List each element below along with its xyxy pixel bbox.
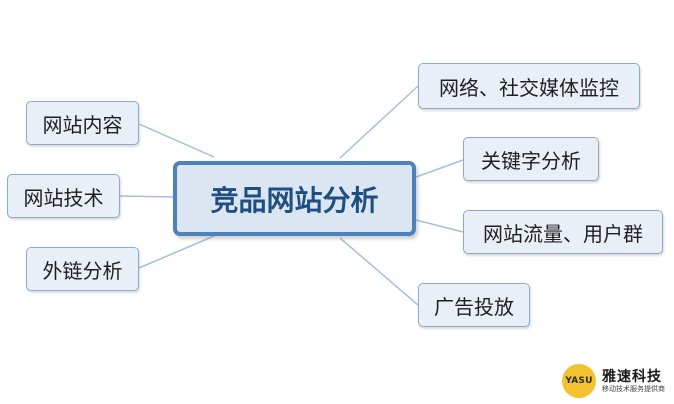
- connector-keyword-analysis: [415, 159, 464, 178]
- node-social-monitoring: 网络、社交媒体监控: [418, 63, 640, 109]
- center-topic-node: 竞品网站分析: [173, 161, 416, 236]
- node-website-tech-label: 网站技术: [23, 185, 104, 210]
- connector-website-tech: [119, 195, 174, 198]
- node-backlink-analysis: 外链分析: [26, 247, 139, 291]
- logo-text: YASU: [565, 376, 593, 386]
- node-traffic-users: 网站流量、用户群: [463, 210, 663, 254]
- node-ad-placement-label: 广告投放: [434, 294, 514, 319]
- brand-name: 雅速科技: [602, 368, 662, 385]
- node-ad-placement: 广告投放: [418, 283, 530, 327]
- center-topic-label: 竞品网站分析: [210, 183, 379, 217]
- node-keyword-analysis-label: 关键字分析: [481, 148, 581, 173]
- node-website-content-label: 网站内容: [42, 112, 123, 137]
- connector-social-monitoring: [339, 85, 419, 159]
- node-backlink-analysis-label: 外链分析: [42, 258, 123, 283]
- node-social-monitoring-label: 网络、社交媒体监控: [439, 75, 619, 100]
- brand-text: 雅速科技 移动技术服务提供商: [602, 369, 665, 393]
- yasu-logo-icon: YASU: [562, 364, 596, 398]
- connector-website-content: [138, 123, 215, 158]
- node-traffic-users-label: 网站流量、用户群: [483, 221, 643, 246]
- connector-backlink-analysis: [138, 235, 215, 269]
- node-keyword-analysis: 关键字分析: [463, 137, 599, 181]
- brand-tagline: 移动技术服务提供商: [602, 385, 665, 394]
- brand-watermark: YASU 雅速科技 移动技术服务提供商: [562, 364, 665, 398]
- node-website-content: 网站内容: [26, 101, 139, 145]
- node-website-tech: 网站技术: [7, 174, 120, 218]
- connector-ad-placement: [339, 237, 419, 306]
- connector-traffic-users: [415, 219, 464, 233]
